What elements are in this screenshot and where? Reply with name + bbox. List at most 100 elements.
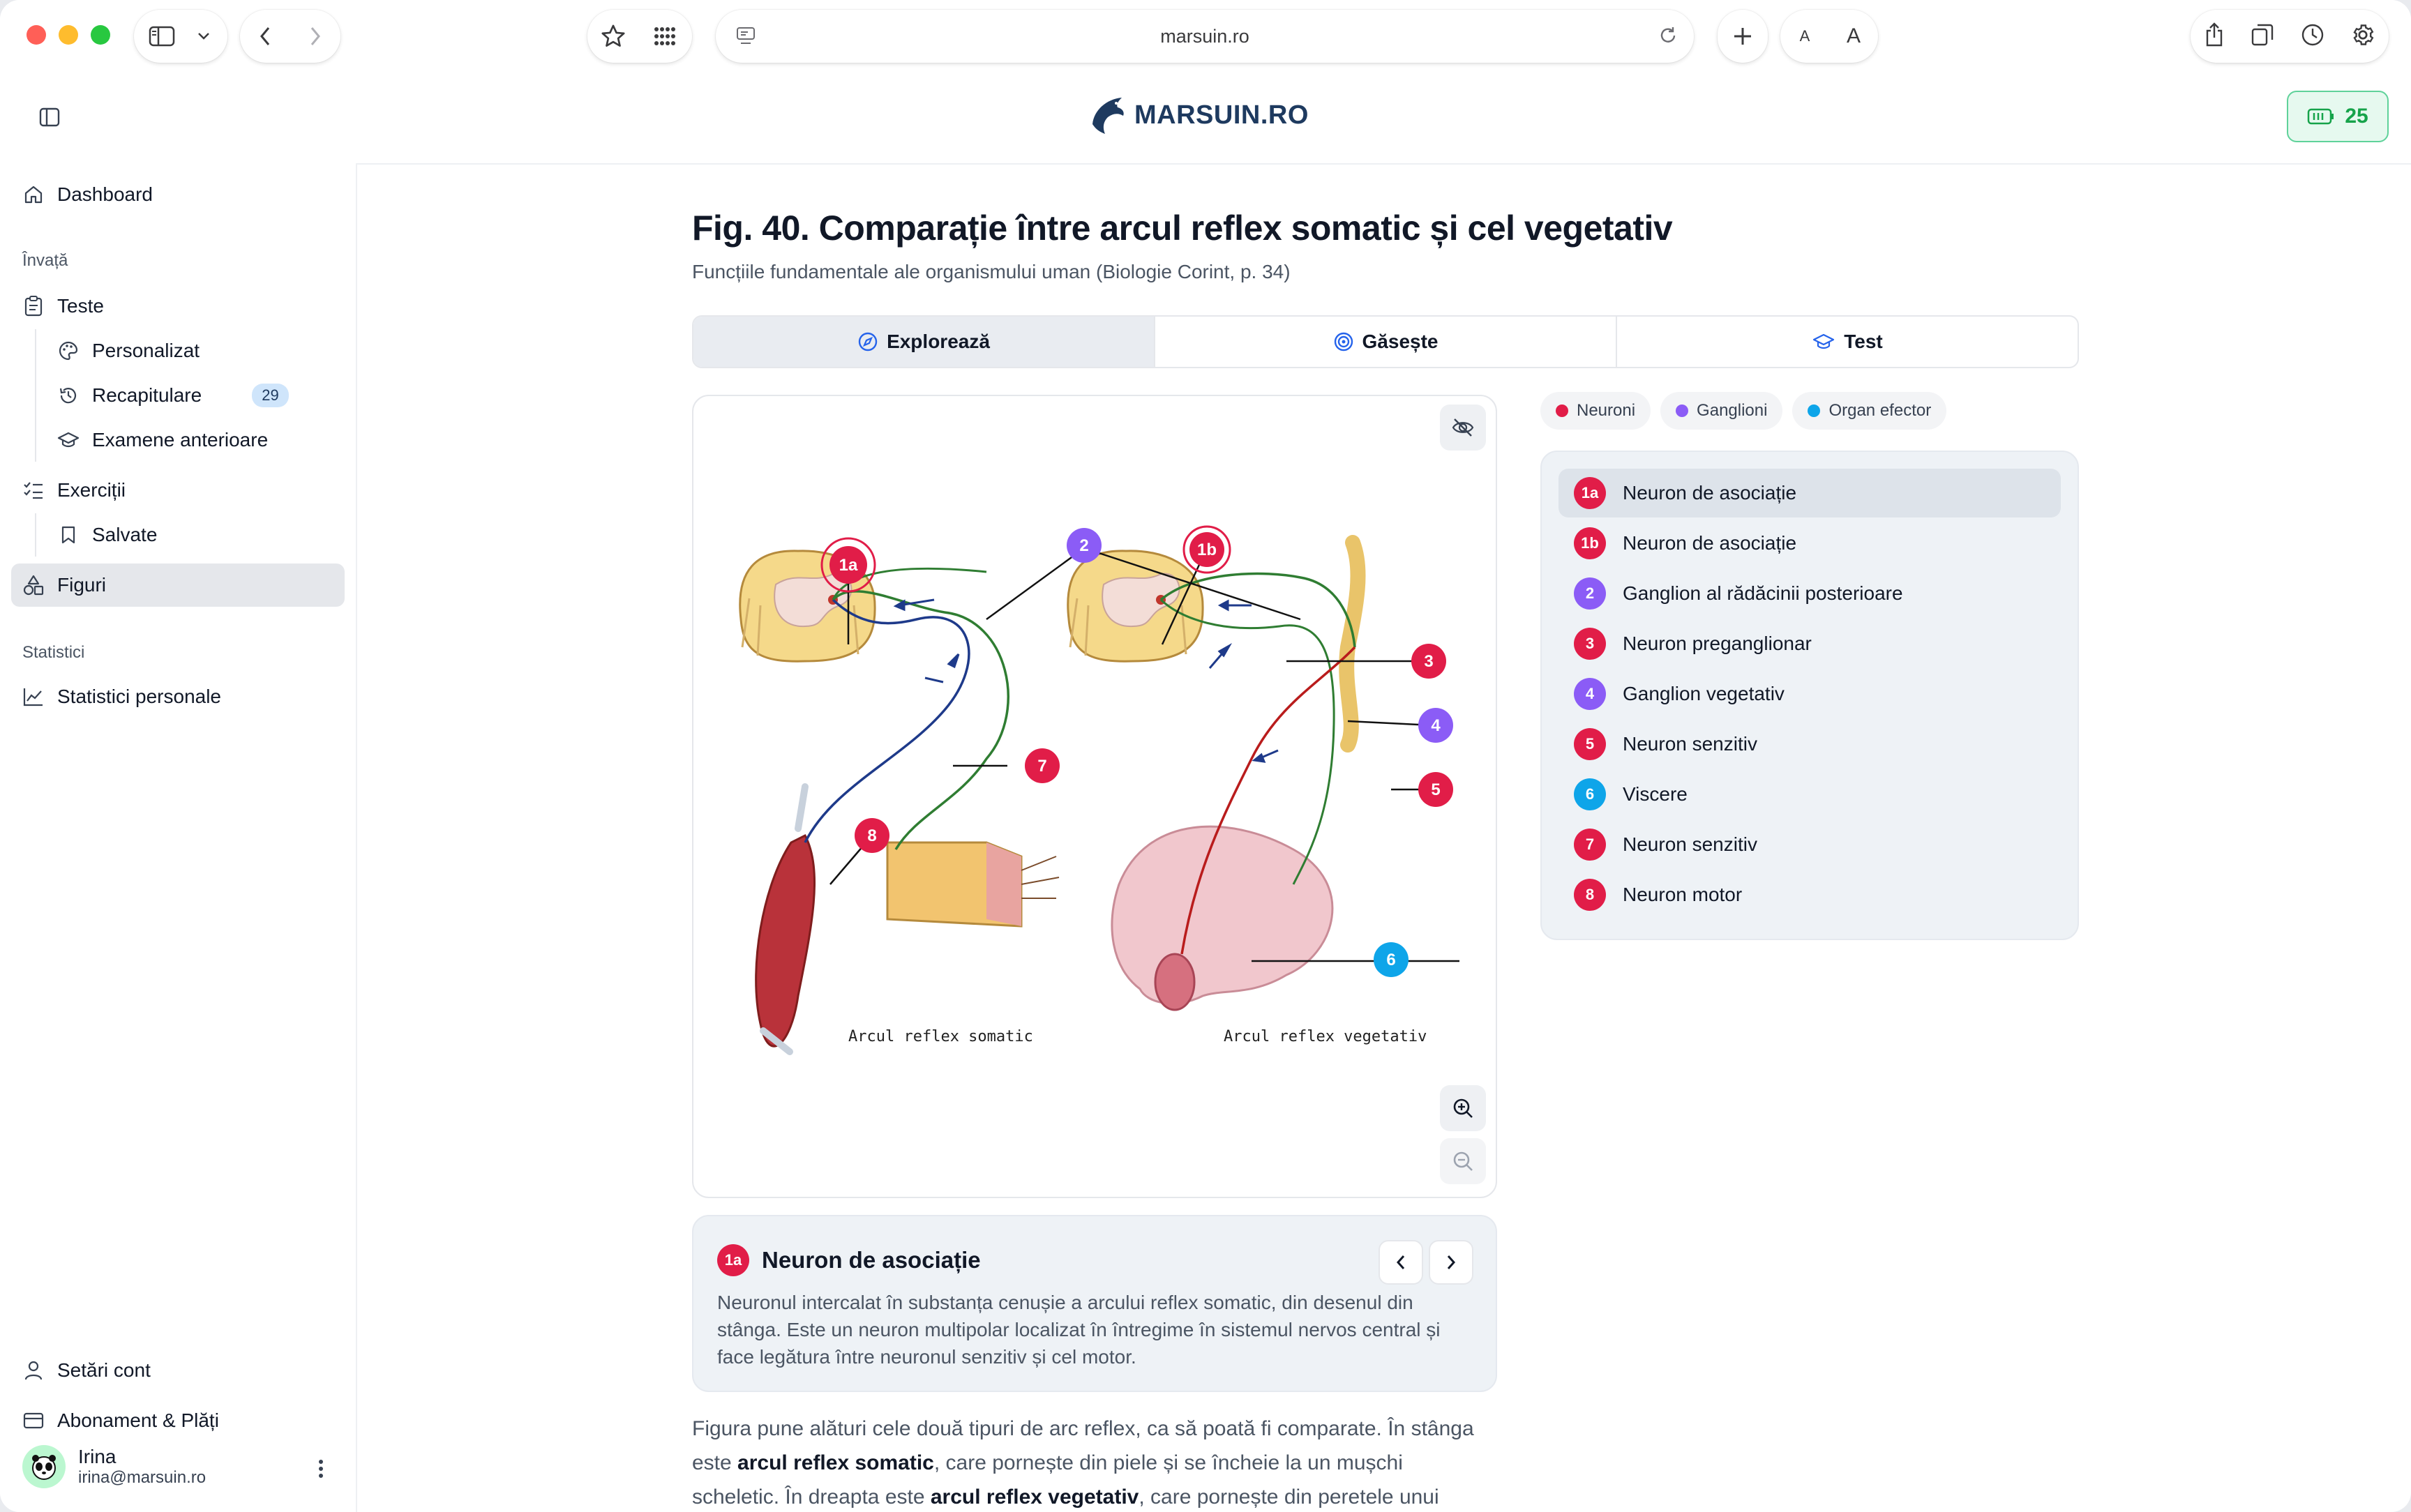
item-number-badge: 7	[1574, 829, 1606, 861]
tab-gaseste[interactable]: Găsește	[1155, 317, 1617, 367]
reload-icon[interactable]	[1658, 25, 1678, 50]
item-label: Viscere	[1623, 783, 1688, 805]
minimize-window-button[interactable]	[59, 25, 78, 45]
chevron-down-icon[interactable]	[190, 10, 218, 63]
sidebar-item-teste[interactable]: Teste	[11, 285, 104, 328]
close-window-button[interactable]	[27, 25, 46, 45]
sidebar-item-figuri[interactable]: Figuri	[11, 564, 345, 607]
caption-somatic: Arcul reflex somatic	[848, 1028, 1033, 1045]
sidebar-item-examene[interactable]: Examene anterioare	[46, 418, 268, 462]
dolphin-logo-icon	[1092, 98, 1124, 134]
previous-button[interactable]	[1379, 1240, 1423, 1285]
item-number-badge: 1a	[1574, 477, 1606, 509]
app-header: MARSUIN.RO 25	[0, 73, 2411, 165]
marker-2[interactable]: 2	[1079, 536, 1088, 555]
star-icon[interactable]	[587, 10, 639, 63]
settings-gear-icon[interactable]	[2350, 22, 2375, 51]
credit-card-icon	[21, 1412, 46, 1429]
spinal-cord-right	[1067, 550, 1204, 663]
marker-7[interactable]: 7	[1037, 757, 1046, 776]
history-icon	[56, 386, 81, 405]
item-number-badge: 6	[1574, 778, 1606, 810]
item-label: Neuron senzitiv	[1623, 733, 1757, 755]
zoom-out-button[interactable]	[1440, 1138, 1486, 1184]
sidebar-item-label: Salvate	[92, 524, 158, 545]
legend-chip-organ-efector[interactable]: Organ efector	[1792, 392, 1947, 430]
sidebar-item-setari[interactable]: Setări cont	[11, 1349, 151, 1392]
user-profile[interactable]: Irina irina@marsuin.ro	[22, 1445, 206, 1488]
share-icon[interactable]	[2204, 22, 2225, 51]
marker-4[interactable]: 4	[1431, 716, 1441, 735]
legend-chip-neuroni[interactable]: Neuroni	[1540, 392, 1651, 430]
browser-sidebar-icon[interactable]	[134, 10, 190, 63]
credits-badge[interactable]: 25	[2287, 91, 2389, 142]
sidebar-item-personalizat[interactable]: Personalizat	[46, 329, 200, 372]
hide-labels-button[interactable]	[1440, 405, 1486, 451]
sidebar-item-label: Dashboard	[57, 183, 153, 205]
para-text: , care pornește din peretele unui viscer…	[1139, 1485, 1439, 1509]
tab-exploreaza[interactable]: Explorează	[693, 317, 1155, 367]
zoom-out-icon	[1453, 1151, 1473, 1171]
history-clock-icon[interactable]	[2301, 23, 2324, 50]
more-options-icon[interactable]	[318, 1459, 324, 1482]
list-item[interactable]: 6 Viscere	[1558, 770, 2061, 819]
sidebar-item-recapitulare[interactable]: Recapitulare 29	[46, 374, 289, 417]
zoom-in-button[interactable]	[1440, 1085, 1486, 1131]
legend-dot	[1676, 405, 1689, 417]
page-title: Fig. 40. Comparație între arcul reflex s…	[692, 209, 1673, 248]
sidebar-item-salvate[interactable]: Salvate	[46, 513, 157, 557]
tree-line	[35, 329, 36, 462]
tab-test[interactable]: Test	[1617, 317, 2078, 367]
zoom-window-button[interactable]	[91, 25, 110, 45]
sidebar-item-dashboard[interactable]: Dashboard	[11, 173, 153, 216]
sidebar-collapse-icon[interactable]	[39, 107, 60, 130]
marker-1b[interactable]: 1b	[1197, 540, 1217, 559]
mode-tabs: Explorează Găsește Test	[692, 315, 2079, 368]
sidebar-item-statistici[interactable]: Statistici personale	[11, 675, 221, 718]
target-icon	[1334, 332, 1353, 351]
marker-3[interactable]: 3	[1424, 652, 1433, 671]
decrease-text-button[interactable]: A	[1799, 27, 1810, 45]
line-chart-icon	[21, 687, 46, 706]
forward-arrow-icon[interactable]	[290, 10, 340, 63]
increase-text-button[interactable]: A	[1846, 24, 1861, 47]
marker-6[interactable]: 6	[1386, 951, 1395, 969]
grid-icon[interactable]	[639, 10, 691, 63]
url-text[interactable]: marsuin.ro	[1160, 25, 1249, 47]
page-info-icon[interactable]	[735, 25, 756, 50]
next-button[interactable]	[1429, 1240, 1473, 1285]
tab-label: Găsește	[1362, 331, 1439, 352]
detail-card: 1a Neuron de asociație Neuronul intercal…	[692, 1215, 1497, 1392]
para-bold: arcul reflex vegetativ	[930, 1485, 1139, 1509]
sidebar-item-exercitii[interactable]: Exerciții	[11, 469, 126, 512]
tabs-overview-icon[interactable]	[2251, 23, 2274, 50]
back-arrow-icon[interactable]	[240, 10, 290, 63]
item-label: Ganglion al rădăcinii posterioare	[1623, 582, 1903, 604]
legend-chip-ganglioni[interactable]: Ganglioni	[1660, 392, 1783, 430]
site-logo[interactable]: MARSUIN.RO	[1088, 93, 1309, 137]
bookmark-icon	[56, 525, 81, 545]
plus-icon	[1734, 28, 1751, 45]
marker-5[interactable]: 5	[1431, 780, 1440, 799]
detail-title: Neuron de asociație	[762, 1247, 981, 1273]
legend: Neuroni Ganglioni Organ efector	[1540, 392, 1947, 430]
sidebar-item-label: Setări cont	[57, 1359, 151, 1381]
sidebar-item-abonament[interactable]: Abonament & Plăți	[11, 1399, 219, 1442]
chevron-left-icon	[1396, 1255, 1405, 1269]
marker-8[interactable]: 8	[867, 826, 876, 845]
credits-count: 25	[2345, 105, 2368, 128]
bookmark-group	[587, 10, 692, 63]
marker-1a[interactable]: 1a	[839, 556, 858, 575]
address-bar[interactable]: marsuin.ro	[716, 10, 1694, 63]
para-bold: arcul reflex somatic	[737, 1451, 934, 1474]
new-tab-button[interactable]	[1718, 10, 1768, 63]
